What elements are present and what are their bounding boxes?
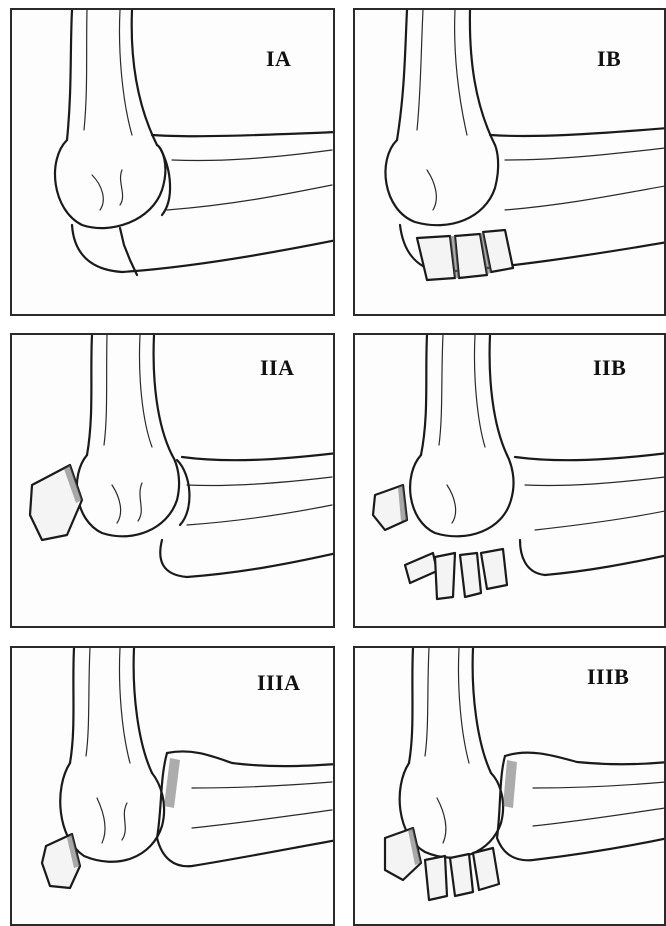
panel-iib: IIB xyxy=(353,333,666,628)
panel-label: IIB xyxy=(593,355,626,381)
panel-label: IA xyxy=(266,46,291,72)
panel-label: IIIB xyxy=(587,664,629,690)
panel-iia: IIA xyxy=(10,333,335,628)
panel-label: IB xyxy=(597,46,621,72)
panel-iiia: IIIA xyxy=(10,646,335,926)
panel-label: IIIA xyxy=(257,670,301,696)
panel-label: IIA xyxy=(260,355,295,381)
panel-iiib: IIIB xyxy=(353,646,666,926)
panel-ia: IA xyxy=(10,8,335,316)
panel-ib: IB xyxy=(353,8,666,316)
